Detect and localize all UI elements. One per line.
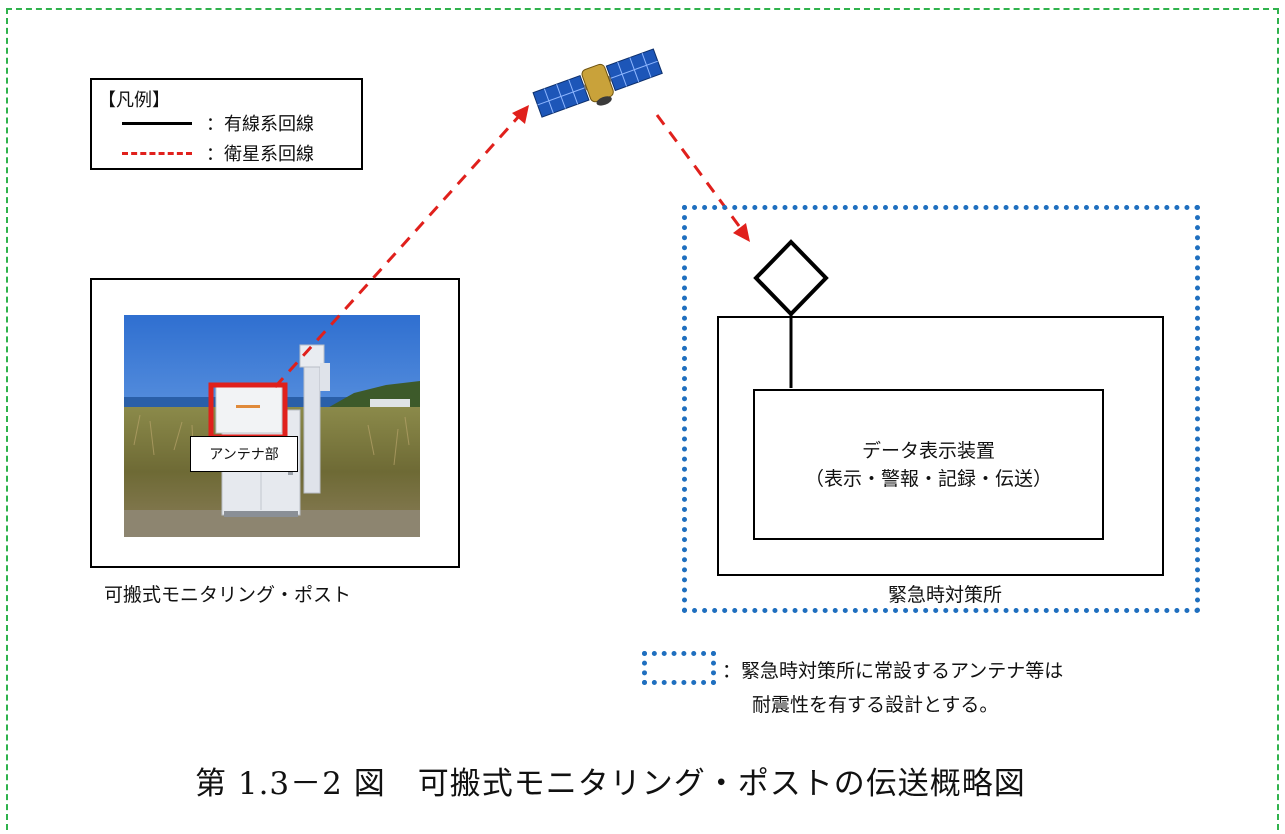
antenna-label: アンテナ部	[190, 436, 298, 472]
monitoring-post-photo	[124, 315, 420, 537]
seismic-design-boundary	[682, 205, 1200, 613]
seismic-note: ：緊急時対策所に常設するアンテナ等は 耐震性を有する設計とする。	[722, 654, 1063, 722]
satellite-icon	[532, 48, 663, 118]
center-antenna	[753, 239, 829, 388]
satellite-uplink-line	[273, 113, 522, 389]
uplink-arrowhead	[512, 105, 529, 124]
figure-caption: 第 1.3－2 図 可搬式モニタリング・ポストの伝送概略図	[195, 766, 1026, 802]
seismic-note-line2: 耐震性を有する設計とする。	[752, 694, 999, 716]
monitoring-post-caption: 可搬式モニタリング・ポスト	[104, 584, 352, 606]
legend-satellite: ：衛星系回線	[122, 140, 314, 166]
emergency-center-caption: 緊急時対策所	[887, 584, 1002, 606]
antenna-highlight	[208, 382, 288, 440]
display-device-functions: （表示・警報・記録・伝送）	[804, 467, 1052, 490]
legend-title: 【凡例】	[98, 90, 170, 111]
legend-satellite-label: ：衛星系回線	[206, 144, 314, 165]
seismic-note-line1: ：緊急時対策所に常設するアンテナ等は	[722, 660, 1064, 682]
seismic-legend-icon	[642, 651, 716, 685]
legend: 【凡例】 ：有線系回線 ：衛星系回線	[90, 78, 363, 170]
downlink-arrowhead	[733, 223, 750, 242]
antenna-diamond-icon	[753, 239, 829, 317]
satellite-line-swatch	[122, 151, 192, 155]
legend-wired-label: ：有線系回線	[206, 114, 314, 135]
legend-wired: ：有線系回線	[122, 110, 314, 136]
wired-line-swatch	[122, 121, 192, 125]
outer-frame	[6, 8, 1279, 830]
data-display-device: データ表示装置 （表示・警報・記録・伝送）	[753, 389, 1104, 540]
display-device-title: データ表示装置	[861, 439, 995, 462]
satellite-downlink-line	[655, 114, 744, 231]
